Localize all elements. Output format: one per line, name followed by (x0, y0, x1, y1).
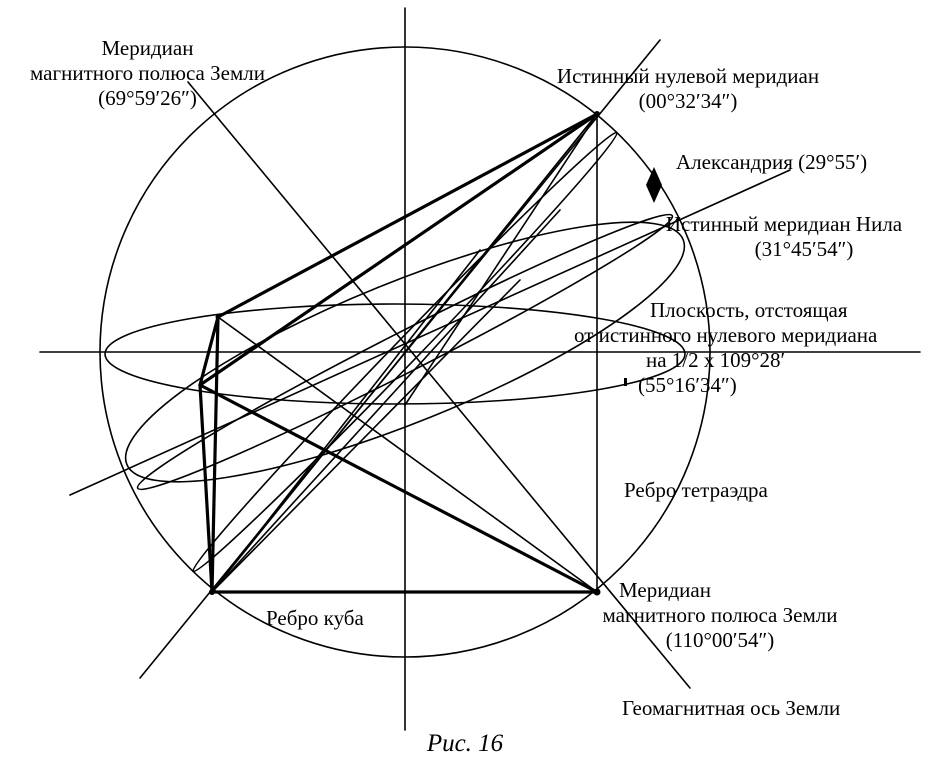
magnetic-meridian-line-left (187, 81, 691, 689)
vertex-upper-left (215, 314, 221, 320)
plane-tick-mark (624, 378, 627, 386)
thick-edge (210, 315, 220, 594)
tetrahedron-edge-label: Ребро тетраэдра (624, 478, 768, 502)
label-line: Истинный нулевой меридиан (556, 64, 820, 88)
true-zero-meridian-label: Истинный нулевой меридиан (00°32′34″) (548, 64, 828, 114)
label-line: Плоскость, отстоящая (650, 298, 848, 322)
construction-line (211, 209, 561, 593)
label-line: на 1/2 х 109°28′ (646, 348, 786, 372)
alexandria-diamond-icon (646, 167, 662, 203)
label-line: (55°16′34″) (638, 373, 737, 397)
geomagnetic-axis-label: Геомагнитная ось Земли (622, 696, 841, 720)
plane-label: Плоскость, отстоящая от истинного нулево… (574, 298, 930, 398)
magnetic-meridian-right-label: Меридиан магнитного полюса Земли (110°00… (575, 578, 865, 653)
construction-line (217, 316, 598, 593)
equator-ellipse (104, 303, 686, 405)
label-line: Истинный меридиан Нила (665, 212, 903, 236)
alexandria-label: Александрия (29°55′) (676, 150, 868, 174)
label-line: (69°59′26″) (98, 86, 197, 110)
label-line: магнитного полюса Земли (30, 61, 265, 85)
figure-caption: Рис. 16 (426, 730, 504, 757)
thick-edge (198, 383, 599, 594)
construction-line (211, 279, 521, 593)
cube-edge-label: Ребро куба (266, 606, 364, 630)
vertex-top-right (594, 111, 600, 117)
vertex-bottom-right (593, 588, 601, 596)
zero-meridian-ellipse (192, 131, 618, 573)
label-line: (110°00′54″) (665, 628, 775, 652)
plane-ellipse (124, 221, 686, 483)
label-line: Меридиан (619, 578, 711, 602)
thick-edge (198, 112, 599, 387)
construction-line (404, 113, 598, 406)
label-line: магнитного полюса Земли (602, 603, 838, 627)
magnetic-meridian-left-label: Меридиан магнитного полюса Земли (69°59′… (5, 36, 290, 111)
thick-edge (198, 383, 214, 594)
vertex-bottom-left (209, 589, 215, 595)
thick-edge (216, 112, 599, 319)
thick-edge (198, 315, 220, 387)
label-line: от истинного нулевого меридиана (574, 323, 878, 347)
nile-meridian-line (69, 169, 791, 496)
label-line: (31°45′54″) (754, 237, 854, 261)
label-line: (00°32′34″) (638, 89, 738, 113)
construction-line (404, 113, 598, 353)
construction-line (211, 249, 481, 593)
nile-meridian-label: Истинный меридиан Нила (31°45′54″) (644, 212, 924, 262)
label-line: Меридиан (101, 36, 194, 60)
